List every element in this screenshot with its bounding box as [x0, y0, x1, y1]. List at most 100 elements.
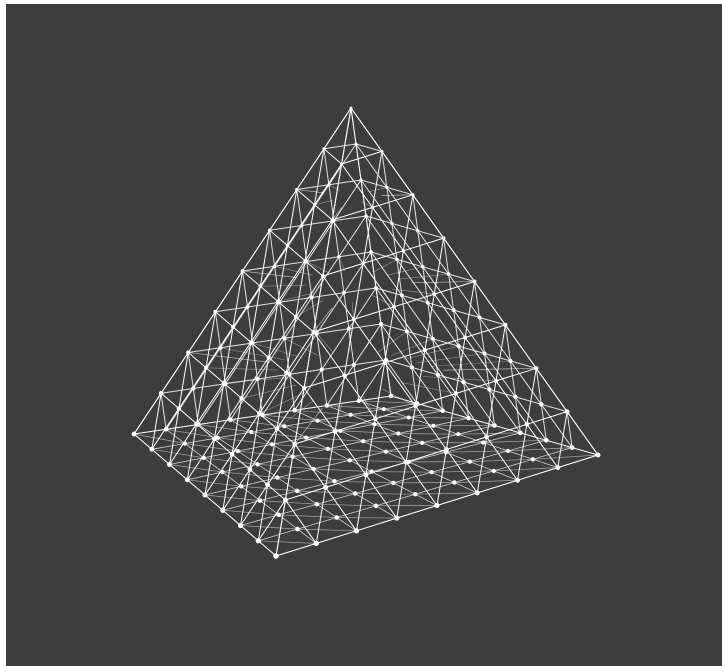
mesh-edge: [286, 332, 313, 373]
mesh-edge: [314, 276, 323, 332]
mesh-edge: [344, 288, 376, 293]
mesh-edge: [304, 388, 335, 431]
mesh-vertex: [132, 432, 136, 436]
mesh-edge: [134, 393, 161, 434]
mesh-edge: [277, 478, 334, 482]
mesh-edge: [432, 462, 470, 473]
mesh-edge: [322, 370, 327, 406]
mesh-edge: [179, 409, 197, 424]
mesh-edge: [415, 483, 454, 495]
mesh-edge: [260, 286, 278, 301]
mesh-edge: [258, 374, 290, 379]
mesh-edge: [337, 518, 357, 531]
mesh-edge: [373, 195, 413, 208]
mesh-edge: [316, 487, 325, 543]
mesh-edge: [222, 464, 257, 472]
mesh-vertex: [531, 457, 535, 461]
mesh-edge: [284, 421, 317, 427]
mesh-vertex: [395, 258, 399, 262]
mesh-edge: [446, 452, 470, 461]
mesh-vertex: [352, 317, 356, 321]
mesh-vertex: [420, 441, 424, 445]
mesh-edge: [290, 370, 322, 375]
mesh-edge: [437, 450, 446, 506]
mesh-vertex: [354, 528, 359, 533]
mesh-edge: [409, 418, 469, 419]
mesh-vertex: [204, 366, 208, 370]
mesh-edge: [398, 426, 433, 434]
mesh-edge: [307, 262, 312, 298]
mesh-vertex: [431, 424, 435, 428]
mesh-vertex: [570, 445, 574, 449]
mesh-edge: [206, 368, 224, 383]
mesh-vertex: [213, 310, 217, 314]
mesh-edge: [374, 424, 433, 426]
mesh-edge: [359, 396, 391, 401]
mesh-vertex: [405, 329, 409, 333]
mesh-edge: [527, 424, 558, 467]
mesh-vertex: [295, 188, 298, 191]
mesh-vertex: [255, 462, 259, 466]
pyramid-wireframe[interactable]: [6, 4, 722, 666]
mesh-vertex: [492, 423, 496, 427]
mesh-edge: [161, 389, 193, 394]
render-viewport[interactable]: [6, 4, 722, 666]
mesh-edge: [470, 451, 508, 462]
mesh-vertex: [371, 206, 374, 209]
mesh-edge: [374, 418, 408, 425]
mesh-vertex: [283, 336, 287, 340]
mesh-edge: [270, 230, 275, 266]
mesh-edge: [215, 307, 247, 312]
mesh-vertex: [478, 316, 482, 320]
mesh-edge: [232, 398, 241, 454]
mesh-edge: [384, 409, 443, 411]
mesh-edge: [496, 368, 536, 381]
mesh-vertex: [278, 300, 282, 304]
mesh-edge: [198, 425, 218, 438]
mesh-vertex: [332, 219, 335, 222]
mesh-vertex: [454, 391, 458, 395]
mesh-edge: [386, 452, 446, 453]
mesh-edge: [415, 494, 437, 505]
mesh-edge: [285, 487, 325, 500]
mesh-edge: [397, 506, 437, 519]
mesh-vertex: [282, 424, 286, 428]
mesh-vertex: [293, 408, 297, 412]
mesh-edge: [296, 261, 305, 317]
mesh-edge: [342, 151, 382, 164]
mesh-vertex: [441, 409, 445, 413]
mesh-edge: [275, 266, 313, 275]
mesh-edge: [403, 195, 412, 251]
mesh-vertex: [203, 493, 207, 497]
mesh-edge: [263, 374, 290, 415]
mesh-vertex: [361, 262, 365, 266]
mesh-edge: [270, 226, 302, 231]
mesh-edge: [458, 434, 483, 442]
mesh-vertex: [359, 178, 362, 181]
mesh-edge: [277, 388, 304, 429]
mesh-edge: [334, 481, 355, 493]
mesh-edge: [454, 480, 517, 482]
mesh-edge: [232, 414, 259, 455]
mesh-vertex: [287, 372, 291, 376]
mesh-edge: [317, 504, 376, 506]
mesh-vertex: [431, 337, 435, 341]
mesh-vertex: [322, 147, 325, 150]
mesh-vertex: [320, 367, 324, 371]
mesh-edge: [296, 300, 323, 316]
mesh-edge: [363, 434, 398, 442]
mesh-edge: [270, 230, 288, 245]
mesh-edge: [276, 543, 316, 556]
mesh-vertex: [313, 203, 316, 206]
mesh-edge: [258, 485, 267, 541]
mesh-edge: [220, 348, 225, 384]
mesh-edge: [350, 460, 409, 462]
mesh-vertex: [164, 427, 168, 431]
mesh-vertex: [348, 458, 352, 462]
mesh-vertex: [494, 379, 498, 383]
mesh-edge: [243, 230, 270, 271]
mesh-vertex: [444, 450, 448, 454]
mesh-edge: [295, 406, 327, 411]
mesh-edge: [354, 365, 359, 401]
mesh-vertex: [468, 459, 472, 463]
